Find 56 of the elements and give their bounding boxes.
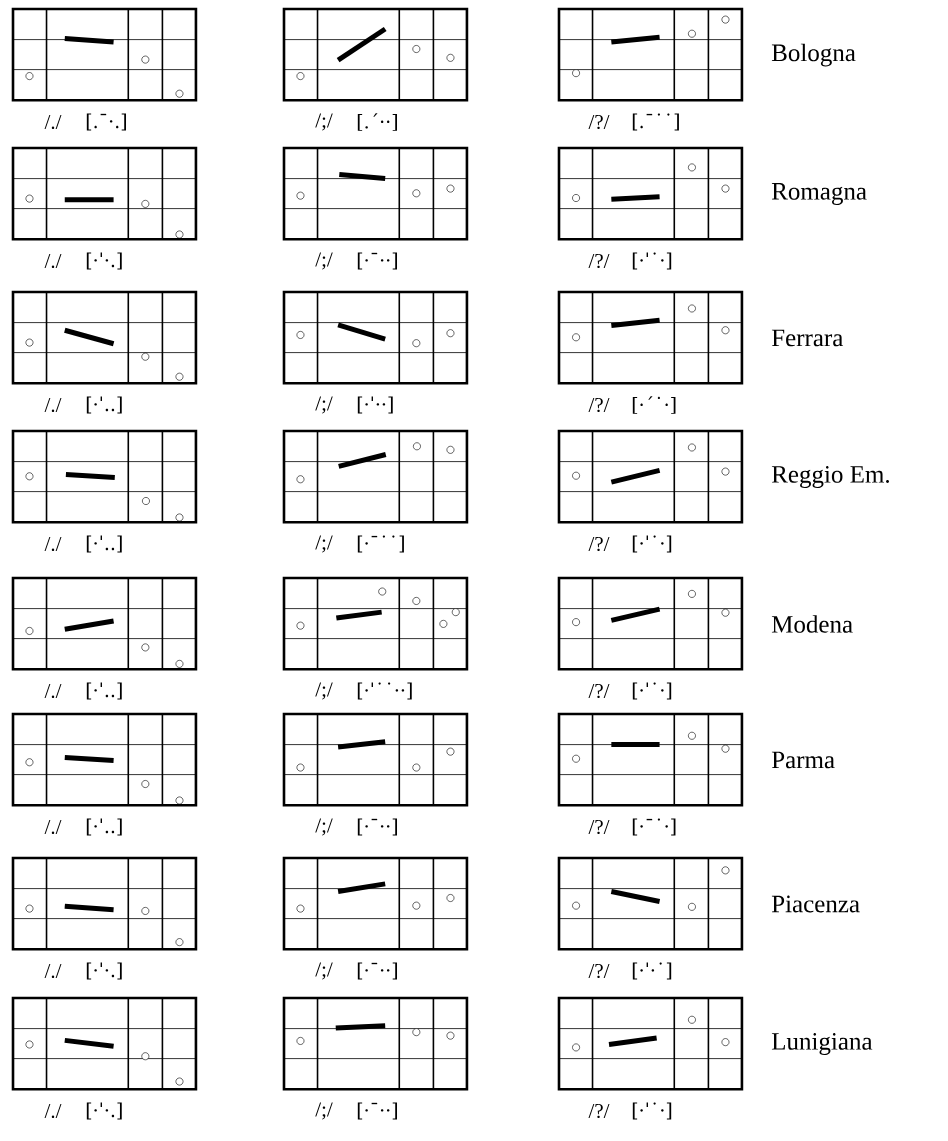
phonemic-label: /./ bbox=[44, 683, 62, 699]
phonemic-label: /;/ bbox=[315, 1102, 333, 1120]
phonemic-label: /./ bbox=[44, 114, 62, 130]
phonemic-label: /?/ bbox=[588, 253, 610, 269]
phonemic-label: /;/ bbox=[315, 396, 333, 414]
phonetic-transcription: [·ˈ·.] bbox=[86, 962, 122, 980]
phonemic-label: /?/ bbox=[588, 683, 610, 699]
phonemic-label: /./ bbox=[44, 1103, 62, 1119]
dialect-name: Piacenza bbox=[771, 895, 860, 913]
phonetic-transcription: [·ˉ˙·] bbox=[632, 818, 676, 836]
phonetic-transcription: [·ˉ··] bbox=[357, 962, 397, 980]
dialect-name: Reggio Em. bbox=[771, 466, 889, 488]
dialect-name: Ferrara bbox=[771, 329, 844, 347]
phonemic-label: /;/ bbox=[315, 252, 333, 270]
phonetic-transcription: [.ˉ·.] bbox=[86, 113, 126, 131]
phonetic-transcription: [·ˈ˙·] bbox=[632, 1102, 672, 1120]
phonemic-label: /?/ bbox=[588, 819, 610, 835]
phonetic-transcription: [·ˈ˙·] bbox=[632, 535, 672, 553]
phonetic-transcription: [·ˉ˙˙] bbox=[357, 535, 404, 553]
phonetic-transcription: [·ˊ˙·] bbox=[632, 396, 676, 414]
dialect-name: Bologna bbox=[771, 43, 856, 67]
phonetic-transcription: [·ˈ..] bbox=[86, 818, 122, 836]
phonetic-transcription: [·ˈ·.] bbox=[86, 1102, 122, 1120]
phonetic-transcription: [.ˉ˙˙] bbox=[632, 113, 679, 131]
phonetic-transcription: [·ˈ˙˙··] bbox=[357, 682, 412, 700]
phonetic-transcription: [·ˈ˙·] bbox=[632, 682, 672, 700]
dialect-name: Romagna bbox=[771, 183, 867, 205]
phonetic-transcription: [·ˈ..] bbox=[86, 535, 122, 553]
phonemic-label: /;/ bbox=[315, 682, 333, 700]
phonetic-transcription: [·ˉ··] bbox=[357, 818, 397, 836]
phonetic-transcription: [·ˈ·˙] bbox=[632, 962, 672, 980]
phonemic-label: /;/ bbox=[315, 113, 333, 131]
phonetic-transcription: [·ˉ··] bbox=[357, 252, 397, 270]
phonemic-label: /?/ bbox=[588, 1103, 610, 1119]
phonetic-transcription: [·ˉ··] bbox=[357, 1102, 397, 1120]
phonetic-transcription: [·ˈ˙·] bbox=[632, 252, 672, 270]
phonemic-label: /?/ bbox=[588, 963, 610, 979]
phonemic-label: /?/ bbox=[588, 397, 610, 413]
phonemic-label: /?/ bbox=[588, 536, 610, 552]
phonemic-label: /./ bbox=[44, 819, 62, 835]
phonemic-label: /./ bbox=[44, 963, 62, 979]
phonetic-transcription: [·ˈ..] bbox=[86, 682, 122, 700]
dialect-name: Modena bbox=[771, 615, 853, 633]
phonetic-transcription: [·ˈ··] bbox=[357, 396, 393, 414]
phonemic-label: /;/ bbox=[315, 962, 333, 980]
phonetic-transcription: [.ˊ··] bbox=[357, 113, 397, 131]
phonemic-label: /./ bbox=[44, 253, 62, 269]
phonemic-label: /;/ bbox=[315, 535, 333, 553]
phonemic-label: /;/ bbox=[315, 818, 333, 836]
phonemic-label: /?/ bbox=[588, 114, 610, 130]
phonetic-transcription: [·ˈ..] bbox=[86, 396, 122, 414]
phonemic-label: /./ bbox=[44, 397, 62, 413]
dialect-name: Parma bbox=[771, 751, 835, 769]
phonetic-transcription: [·ˈ·.] bbox=[86, 252, 122, 270]
dialect-name: Lunigiana bbox=[771, 1033, 873, 1055]
phonemic-label: /./ bbox=[44, 536, 62, 552]
